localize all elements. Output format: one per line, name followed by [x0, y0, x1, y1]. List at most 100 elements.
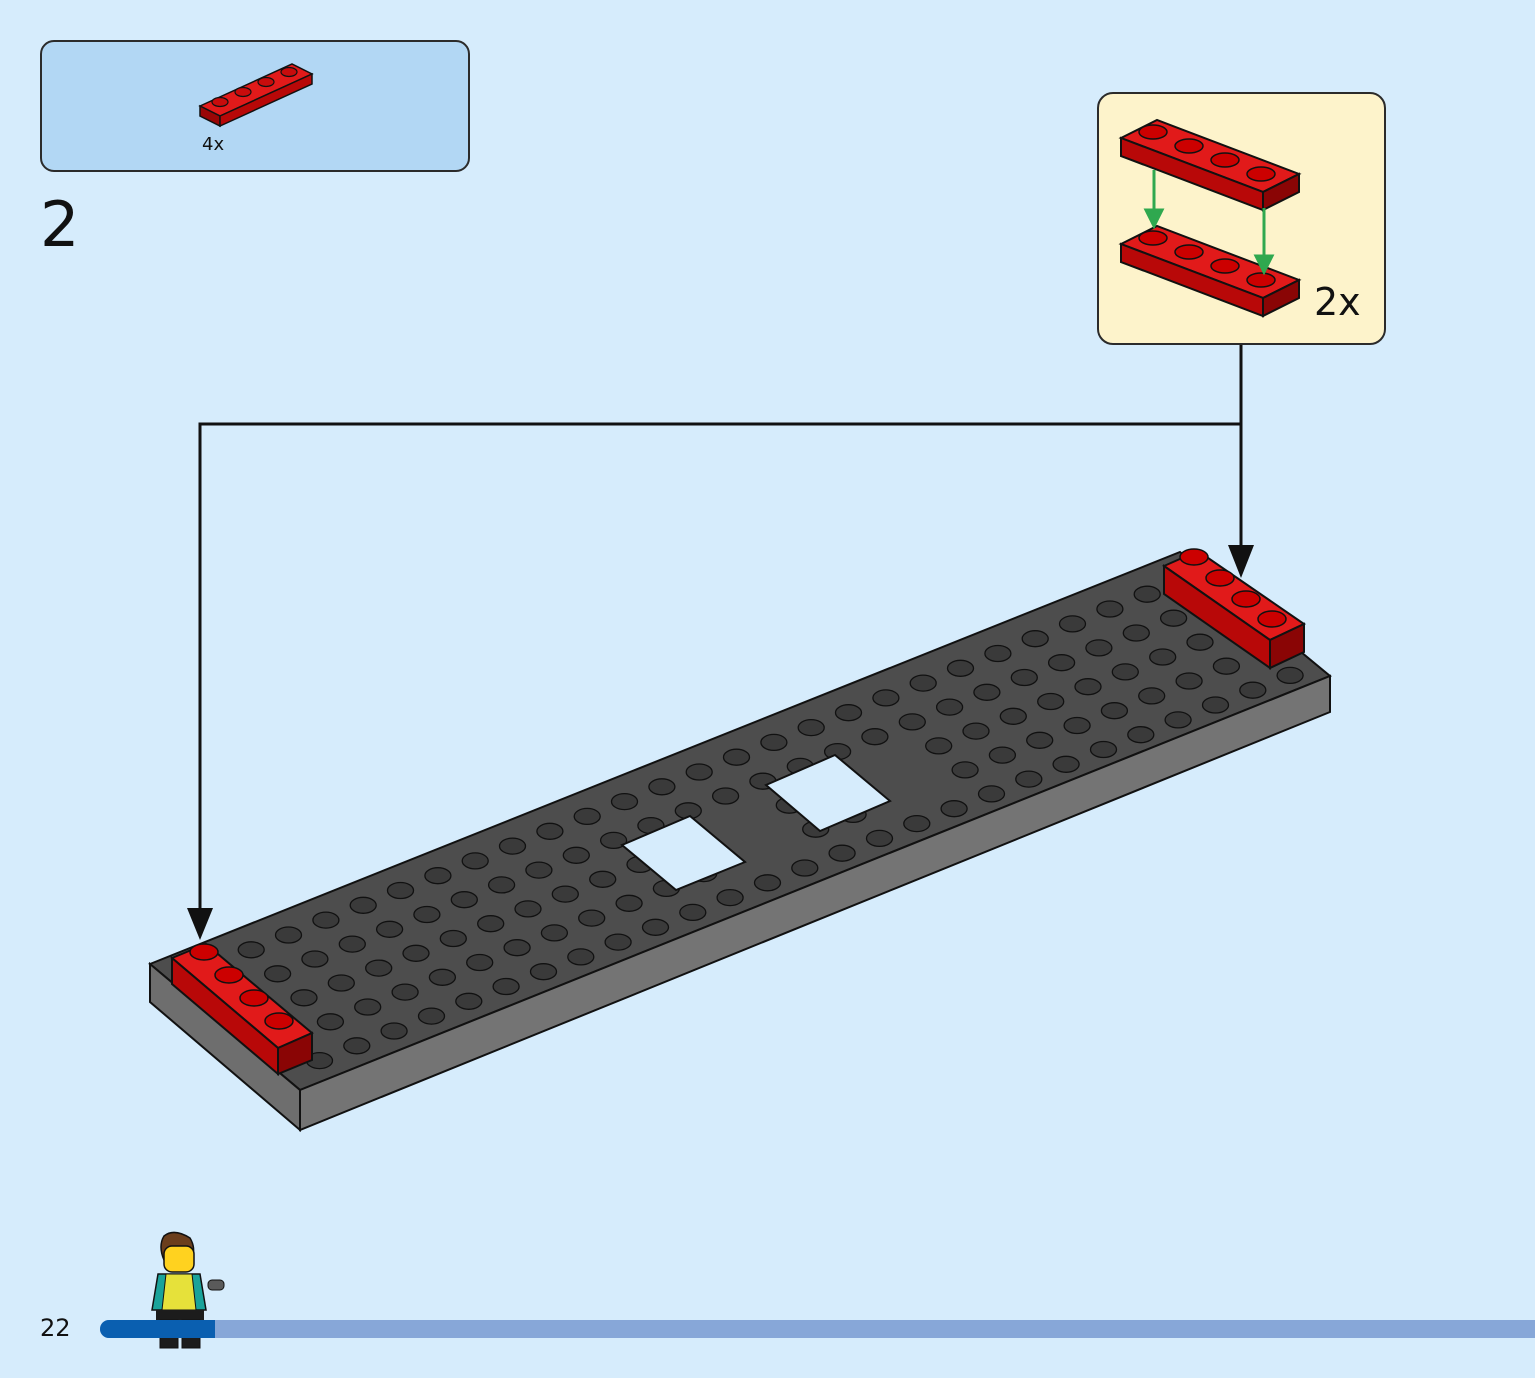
baseplate-stud — [1159, 609, 1188, 627]
baseplate-stud — [753, 874, 782, 892]
baseplate-stud — [925, 737, 953, 755]
baseplate-stud — [946, 659, 975, 677]
baseplate-stud — [610, 792, 639, 811]
baseplate-stud — [567, 948, 595, 966]
baseplate-stud — [1239, 681, 1267, 699]
baseplate-stud — [1015, 770, 1043, 788]
baseplate-stud — [589, 870, 617, 888]
baseplate-stud — [327, 974, 355, 992]
baseplate-stud — [1186, 633, 1214, 651]
baseplate-stud — [1212, 657, 1241, 675]
baseplate-stud — [1122, 624, 1150, 642]
baseplate-stud — [828, 844, 856, 862]
baseplate-stud — [349, 896, 377, 914]
baseplate-stud — [988, 746, 1017, 764]
baseplate-stud — [263, 965, 292, 983]
baseplate-stud — [428, 968, 457, 986]
baseplate-stud — [909, 674, 937, 692]
placed-red-plate-right-icon — [1161, 548, 1307, 670]
baseplate-stud — [391, 983, 419, 1001]
baseplate-stud — [487, 876, 516, 894]
baseplate-stud — [1052, 755, 1080, 773]
baseplate-stud — [865, 829, 894, 848]
minifigure-icon — [151, 1231, 225, 1349]
baseplate-stud — [450, 891, 478, 909]
baseplate-stud — [1074, 678, 1102, 696]
baseplate-stud — [237, 941, 265, 959]
baseplate-stud — [375, 920, 404, 938]
parts-list-box: 4x — [40, 40, 470, 172]
baseplate-stud — [1149, 648, 1177, 666]
baseplate-stud — [641, 918, 670, 936]
baseplate-stud — [604, 933, 632, 951]
baseplate-stud — [872, 689, 900, 707]
baseplate-stud — [716, 888, 744, 907]
progress-bar — [100, 1320, 1535, 1338]
baseplate-stud — [573, 807, 601, 826]
subassembly-callout: 2x — [1097, 92, 1386, 345]
baseplate-stud — [1100, 702, 1129, 720]
step-number: 2 — [40, 188, 80, 261]
baseplate-stud — [962, 722, 990, 740]
baseplate-stud — [498, 837, 527, 855]
baseplate-stud — [413, 905, 441, 924]
baseplate-stud — [492, 977, 520, 996]
baseplate-stud — [935, 698, 964, 716]
baseplate-stud — [417, 1007, 446, 1025]
baseplate-stud — [477, 915, 505, 933]
parts-quantity-label: 4x — [202, 134, 225, 155]
baseplate-stud — [1021, 630, 1049, 648]
progress-bar-fill — [100, 1320, 215, 1338]
baseplate-stud — [578, 909, 606, 927]
baseplate-stud — [999, 707, 1027, 725]
baseplate-stud — [984, 644, 1012, 663]
baseplate-stud — [1096, 600, 1124, 618]
baseplate-stud — [973, 683, 1001, 701]
baseplate-stud — [760, 733, 788, 752]
baseplate-stud — [525, 861, 553, 879]
baseplate-stud — [1175, 672, 1203, 690]
baseplate-stud — [439, 929, 467, 948]
baseplate-stud — [722, 748, 751, 766]
baseplate-stud — [354, 998, 382, 1016]
baseplate-stud — [1058, 615, 1087, 633]
baseplate-stud — [898, 713, 926, 731]
green-arrows-icon — [1143, 170, 1275, 276]
baseplate-stud — [1276, 666, 1304, 685]
baseplate-stud — [274, 926, 303, 944]
baseplate-stud — [380, 1022, 408, 1040]
baseplate-stud — [679, 903, 707, 922]
baseplate-stud — [685, 763, 713, 781]
baseplate-stud — [301, 950, 329, 968]
baseplate-stud — [615, 894, 643, 912]
baseplate-stud — [386, 881, 415, 900]
baseplate-stud — [791, 859, 819, 877]
baseplate-stud — [529, 963, 558, 981]
baseplate-stud — [424, 867, 452, 885]
baseplate-stud — [1133, 585, 1161, 603]
baseplate-stud — [1127, 726, 1155, 744]
baseplate-stud — [402, 944, 430, 962]
baseplate-stud — [861, 728, 889, 746]
baseplate-stud — [290, 989, 318, 1007]
baseplate-stud — [711, 787, 740, 805]
baseplate-stud — [951, 761, 979, 779]
baseplate-stud — [455, 992, 483, 1010]
baseplate-stud — [903, 814, 931, 833]
red-plate-1x4-stack-icon — [1118, 118, 1302, 318]
baseplate-stud — [1089, 740, 1118, 759]
placement-arrows-icon — [187, 345, 1254, 940]
baseplate-stud — [1164, 711, 1192, 729]
baseplate-stud — [316, 1013, 345, 1031]
baseplate-stud — [461, 852, 489, 870]
baseplate-stud — [343, 1037, 371, 1055]
baseplate-stud — [551, 885, 579, 903]
baseplate-stud — [1047, 654, 1076, 672]
page-number: 22 — [40, 1314, 71, 1342]
baseplate-stud — [365, 959, 393, 977]
baseplate-stud — [503, 939, 531, 957]
red-plate-1x4-icon — [198, 63, 314, 128]
baseplate-stud — [1085, 639, 1113, 657]
baseplate-stud — [312, 911, 340, 929]
